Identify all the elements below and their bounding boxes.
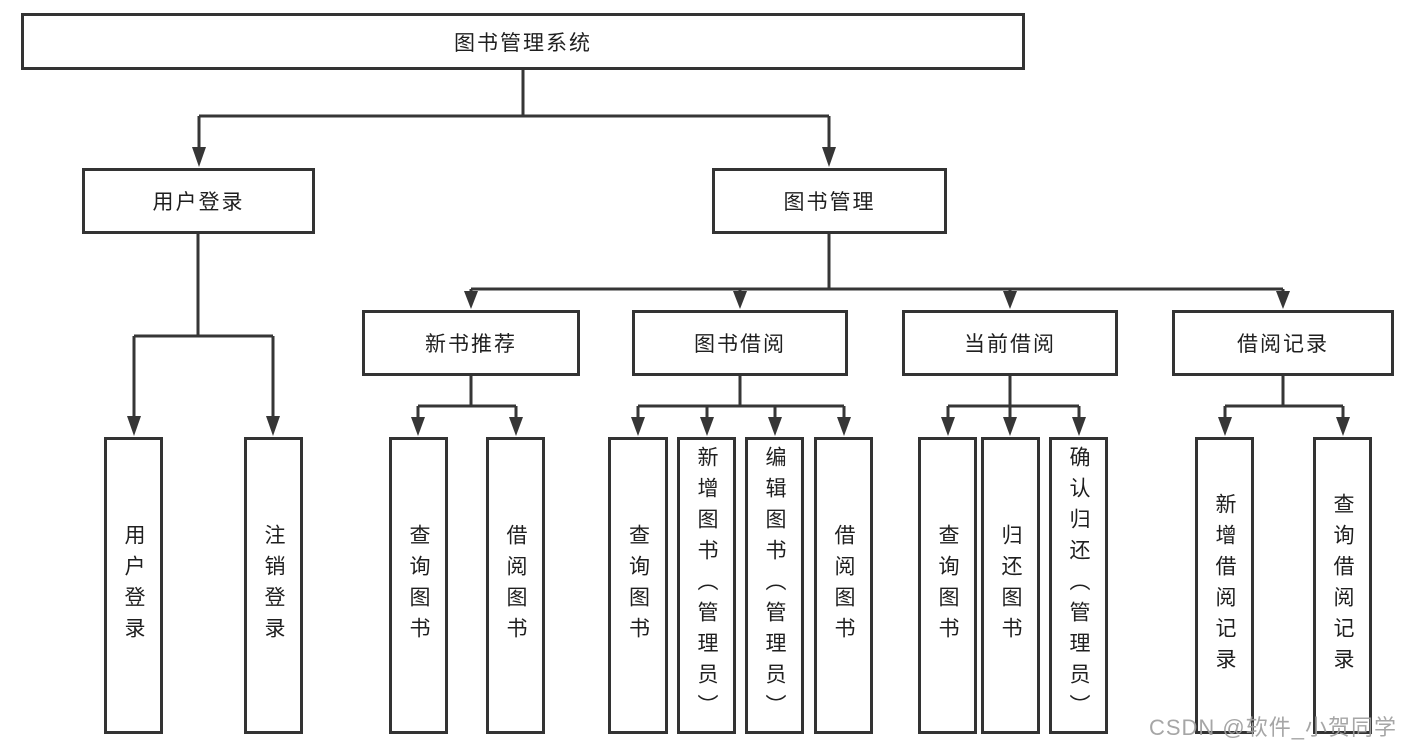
arrowhead-add-borrow-record xyxy=(1218,417,1232,436)
node-confirm-return-admin: 确认归还（管理员） xyxy=(1049,437,1108,734)
connector-root-to-level2 xyxy=(197,70,831,149)
node-borrow-records: 借阅记录 xyxy=(1172,310,1394,376)
node-book-borrow: 图书借阅 xyxy=(632,310,848,376)
node-query-borrow-record: 查询借阅记录 xyxy=(1313,437,1372,734)
node-add-borrow-record: 新增借阅记录 xyxy=(1195,437,1254,734)
connector-user-login-group xyxy=(132,234,275,418)
node-new-book-recommend: 新书推荐 xyxy=(362,310,580,376)
node-current-borrow: 当前借阅 xyxy=(902,310,1118,376)
node-query-book-borrow: 查询图书 xyxy=(608,437,668,734)
connector-current-borrow-group xyxy=(946,376,1081,419)
connector-book-management-group xyxy=(469,234,1285,294)
node-user-login-leaf: 用户登录 xyxy=(104,437,163,734)
arrowhead-query-book-2 xyxy=(631,417,645,436)
arrowhead-borrow-records xyxy=(1276,291,1290,309)
arrowhead-borrow-book-1 xyxy=(509,417,523,436)
node-library-management-system: 图书管理系统 xyxy=(21,13,1025,70)
arrowhead-logout-leaf xyxy=(266,416,280,436)
arrowhead-confirm-return xyxy=(1072,417,1086,436)
arrowhead-book-management xyxy=(822,147,836,167)
connector-book-borrow-group xyxy=(636,376,846,419)
node-add-book-admin: 新增图书（管理员） xyxy=(677,437,736,734)
arrowhead-edit-book xyxy=(768,417,782,436)
node-query-book-current: 查询图书 xyxy=(918,437,977,734)
arrowhead-query-book-1 xyxy=(411,417,425,436)
connector-borrow-records-group xyxy=(1223,376,1345,419)
connector-new-book-recommend-group xyxy=(416,376,518,419)
arrowhead-return-book xyxy=(1003,417,1017,436)
arrowhead-current-borrow xyxy=(1003,291,1017,309)
node-query-book-recommend: 查询图书 xyxy=(389,437,448,734)
node-borrow-book-leaf: 借阅图书 xyxy=(814,437,873,734)
node-logout-leaf: 注销登录 xyxy=(244,437,303,734)
csdn-watermark: CSDN @软件_小贺同学 xyxy=(1148,715,1397,740)
arrowhead-query-borrow-record xyxy=(1336,417,1350,436)
arrowhead-add-book xyxy=(700,417,714,436)
arrowhead-book-borrow xyxy=(733,291,747,309)
node-return-book: 归还图书 xyxy=(981,437,1040,734)
node-book-management: 图书管理 xyxy=(712,168,947,234)
arrowhead-query-book-3 xyxy=(941,417,955,436)
arrowhead-user-login-leaf xyxy=(127,416,141,436)
arrowhead-new-book-recommend xyxy=(464,291,478,309)
arrowhead-user-login xyxy=(192,147,206,167)
node-borrow-book-recommend: 借阅图书 xyxy=(486,437,545,734)
node-user-login: 用户登录 xyxy=(82,168,315,234)
arrowhead-borrow-book-2 xyxy=(837,417,851,436)
node-edit-book-admin: 编辑图书（管理员） xyxy=(745,437,804,734)
